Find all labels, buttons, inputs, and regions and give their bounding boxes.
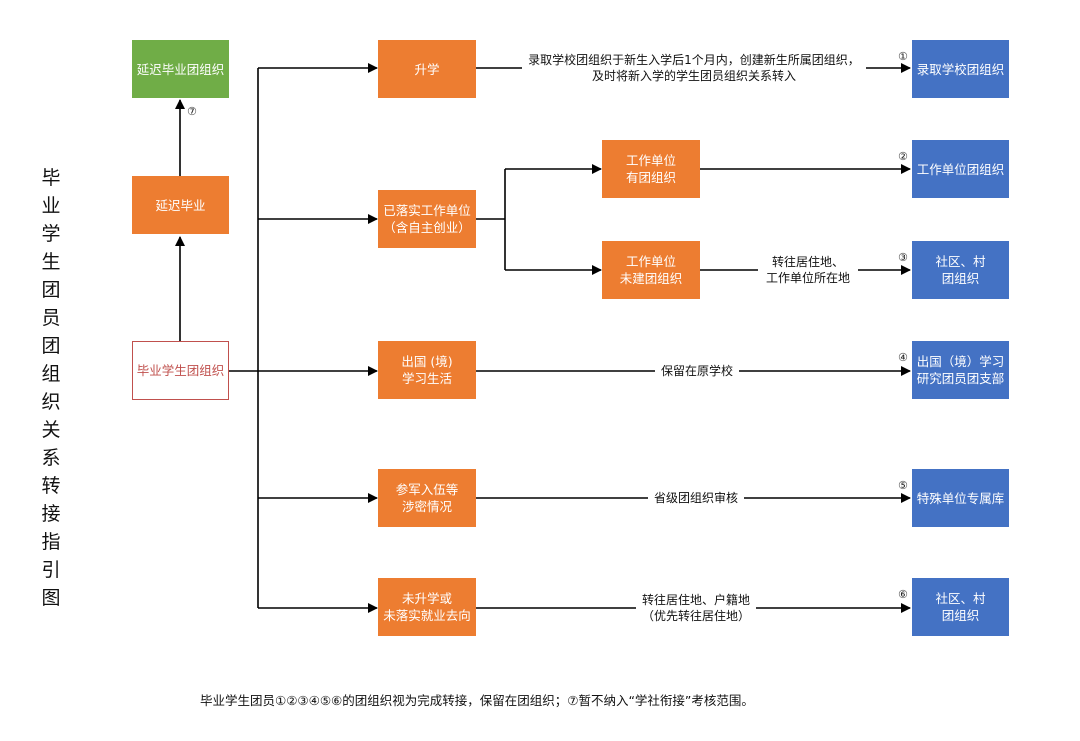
node-further-study: 升学: [378, 40, 476, 98]
edge-label-further-study: 录取学校团组织于新生入学后1个月内，创建新生所属团组织， 及时将新入学的学生团员…: [522, 52, 866, 84]
marker-7: ⑦: [187, 105, 197, 118]
node-dest-abroad: 出国（境）学习 研究团员团支部: [912, 341, 1009, 399]
node-dest-special: 特殊单位专属库: [912, 469, 1009, 527]
node-employer-has-org: 工作单位 有团组织: [602, 140, 700, 198]
marker-6: ⑥: [898, 588, 908, 601]
node-none: 未升学或 未落实就业去向: [378, 578, 476, 636]
node-employed: 已落实工作单位 （含自主创业）: [378, 190, 476, 248]
node-delay-org: 延迟毕业团组织: [132, 40, 229, 98]
node-delay: 延迟毕业: [132, 176, 229, 234]
node-employer-no-org: 工作单位 未建团组织: [602, 241, 700, 299]
edge-label-military: 省级团组织审核: [648, 490, 744, 506]
marker-2: ②: [898, 150, 908, 163]
edge-label-employer-no-org: 转往居住地、 工作单位所在地: [758, 254, 858, 286]
edge-label-abroad: 保留在原学校: [655, 363, 739, 379]
footer-note: 毕业学生团员①②③④⑤⑥的团组织视为完成转接，保留在团组织；⑦暂不纳入“学社衔接…: [200, 693, 754, 708]
marker-1: ①: [898, 50, 908, 63]
diagram-title: 毕业学生团员团组织关系转接指引图: [41, 167, 61, 609]
node-military: 参军入伍等 涉密情况: [378, 469, 476, 527]
marker-3: ③: [898, 251, 908, 264]
node-dest-community-2: 社区、村 团组织: [912, 578, 1009, 636]
marker-5: ⑤: [898, 479, 908, 492]
node-dest-employer: 工作单位团组织: [912, 140, 1009, 198]
marker-4: ④: [898, 351, 908, 364]
node-start: 毕业学生团组织: [132, 341, 229, 400]
edge-label-none: 转往居住地、户籍地 （优先转往居住地）: [636, 592, 756, 624]
node-dest-community-1: 社区、村 团组织: [912, 241, 1009, 299]
node-dest-school: 录取学校团组织: [912, 40, 1009, 98]
node-abroad: 出国 (境) 学习生活: [378, 341, 476, 399]
